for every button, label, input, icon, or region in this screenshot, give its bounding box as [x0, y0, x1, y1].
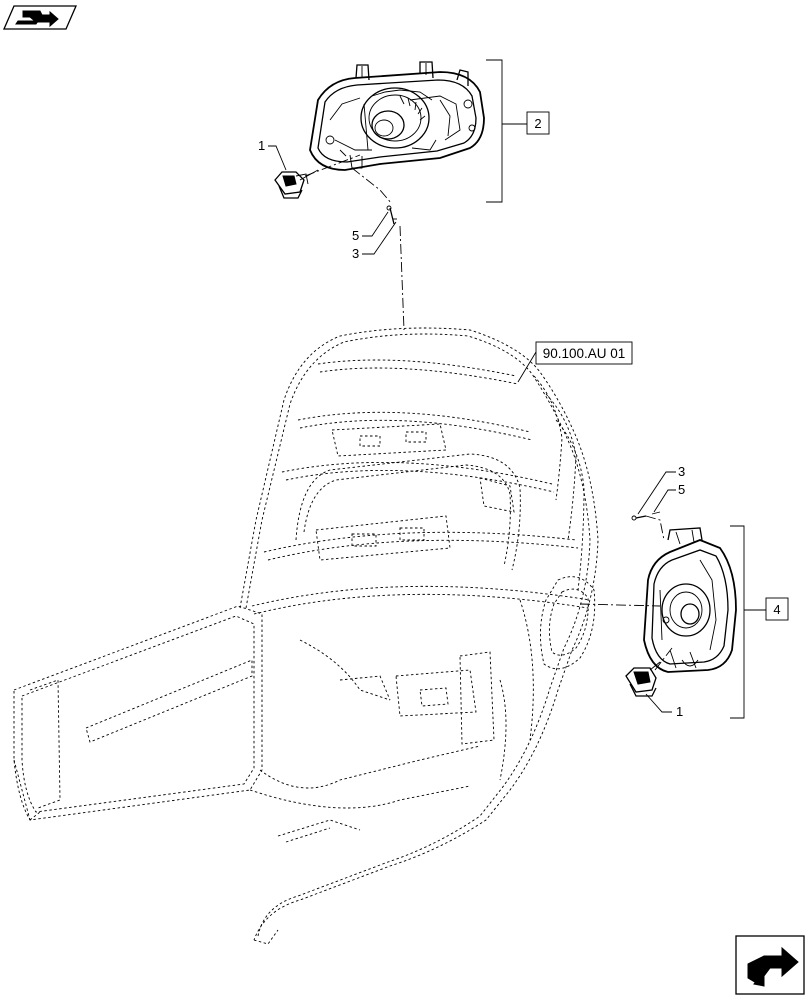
book-arrow-icon[interactable] [3, 5, 77, 30]
bulb-socket-right [625, 661, 661, 697]
bracket-item-4 [730, 525, 745, 719]
callout-item-1-bottom: 1 [676, 704, 683, 719]
screw-axis-right [645, 515, 665, 541]
headlamp-assembly-top [309, 61, 485, 171]
front-hood-panel [13, 327, 599, 945]
reference-box [535, 341, 633, 365]
screw-top [386, 205, 397, 225]
leader-item-1-top [268, 145, 287, 171]
leader-item-5-right [653, 489, 676, 513]
screw-right [631, 511, 661, 521]
callout-item-5-right: 5 [678, 482, 685, 497]
headlamp-assembly-right [643, 527, 737, 673]
next-page-arrow-icon[interactable] [735, 935, 805, 995]
callout-box-item-2 [526, 111, 550, 135]
reference-label: 90.100.AU 01 [543, 346, 626, 361]
callout-item-3-top: 3 [352, 246, 359, 261]
callout-item-5-top: 5 [352, 228, 359, 243]
assembly-centerline [399, 225, 405, 331]
bulb-socket-top [274, 169, 319, 199]
leader-item-1-bottom [645, 693, 672, 713]
leader-reference [517, 351, 537, 383]
leader-item-3-right [637, 471, 676, 515]
leader-item-3-top [362, 221, 397, 255]
callout-item-2: 2 [534, 116, 541, 131]
callout-box-item-4 [765, 597, 789, 621]
leader-item-5-top [362, 211, 389, 237]
callout-item-3-right: 3 [678, 464, 685, 479]
callout-item-4: 4 [773, 602, 780, 617]
bulb-leader-top [304, 154, 361, 177]
bulb-leader-right [654, 647, 673, 671]
callout-item-1-top: 1 [258, 138, 265, 153]
bracket-item-2 [486, 59, 503, 203]
lamp-axis-right [579, 603, 661, 607]
screw-axis-top [351, 167, 393, 205]
